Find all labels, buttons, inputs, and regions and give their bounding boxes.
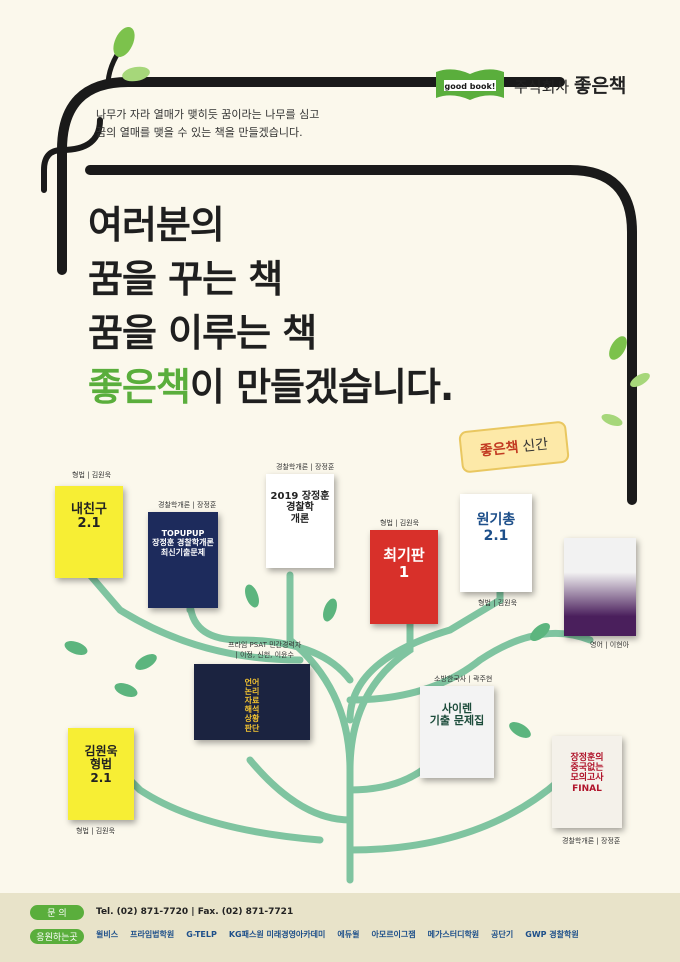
book-caption: 형법 | 김원욱 [76,827,116,835]
sponsor-logo: 에듀윌 [337,930,360,939]
book-title: 언어 논리 자료 해석 상황 판단 [244,677,260,733]
sponsor-logo: KG패스원 미래경영아카데미 [228,930,326,939]
book-cover[interactable]: 원기총 2.1 [460,494,532,592]
badge-brand: 좋은책 [479,439,520,460]
book-title: 장정훈의 중국없는 모의고사 FINAL [570,752,604,794]
book-caption: 프라임 PSAT 민간경력자 | 이정, 신헌, 이윤수 [228,641,302,659]
book-caption: 형법 | 김원욱 [72,471,112,479]
tagline-line-1: 나무가 자라 열매가 맺히듯 꿈이라는 나무를 심고 [96,108,320,121]
tagline: 나무가 자라 열매가 맺히듯 꿈이라는 나무를 심고 꿈의 열매를 맺을 수 있… [96,106,319,142]
headline-line-4: 좋은책이 만들겠습니다. [88,360,454,414]
badge-label: 신간 [521,436,549,456]
headline-line-2: 꿈을 꾸는 책 [88,257,283,301]
book-cover[interactable]: 장정훈의 중국없는 모의고사 FINAL [552,736,622,828]
headline-line-1: 여러분의 [88,203,225,247]
book-caption: 소방한국사 | 곽주현 [434,675,493,683]
book-cover[interactable]: 언어 논리 자료 해석 상황 판단 [194,664,310,740]
book-title: 원기총 2.1 [476,511,516,544]
book-title: 사이렌 기출 문제집 [429,701,485,728]
tagline-line-2: 꿈의 열매를 맺을 수 있는 책을 만들겠습니다. [96,126,303,139]
company-name: 주식회사 좋은책 [514,71,626,98]
book-cover[interactable]: 내친구 2.1 [55,486,123,578]
sponsor-logo: G-TELP [186,930,217,939]
book-cover[interactable] [564,538,636,636]
contact-info: Tel. (02) 871-7720 | Fax. (02) 871-7721 [96,907,294,917]
brand-logo: good book! 주식회사 좋은책 [434,64,626,104]
sponsor-logo: 메가스터디학원 [427,930,480,939]
book-caption: 형법 | 김원욱 [380,519,420,527]
book-caption: 경찰학개론 | 장정훈 [276,463,335,471]
sponsor-logo: GWP 경찰학원 [525,930,579,939]
book-cover[interactable]: 최기판 1 [370,530,438,624]
book-cover[interactable]: TOPUPUP 장정훈 경찰학개론 최신기출문제 [148,512,218,608]
sponsor-label: 응원하는곳 [30,929,84,944]
book-title: TOPUPUP 장정훈 경찰학개론 최신기출문제 [152,529,214,557]
footer: 문 의 Tel. (02) 871-7720 | Fax. (02) 871-7… [0,893,680,962]
headline-rest: 이 만들겠습니다. [189,365,454,409]
book-cover[interactable]: 사이렌 기출 문제집 [420,686,494,778]
logo-text: good book! [445,82,496,91]
book-caption: 경찰학개론 | 장정훈 [158,501,217,509]
headline-line-3: 꿈을 이루는 책 [88,311,317,355]
book-caption: 경찰학개론 | 장정훈 [562,837,621,845]
sponsor-logo: 공단기 [491,930,514,939]
book-title: 김원욱 형법 2.1 [84,743,118,786]
company-brand: 좋은책 [573,74,627,97]
book-title: 2019 장정훈 경찰학 개론 [270,490,330,525]
open-book-icon: good book! [436,69,504,100]
book-title: 내친구 2.1 [71,501,107,532]
book-title: 최기판 1 [383,545,425,582]
sponsor-logo: 프라임법학원 [130,930,175,939]
headline: 여러분의 꿈을 꾸는 책 꿈을 이루는 책 좋은책이 만들겠습니다. [88,198,454,414]
contact-label: 문 의 [30,905,84,920]
headline-brand: 좋은책 [88,365,191,409]
sponsor-logo: 아모르이그잼 [371,930,416,939]
sponsor-logo: 윌비스 [96,930,119,939]
company-prefix: 주식회사 [514,77,574,96]
book-cover[interactable]: 김원욱 형법 2.1 [68,728,134,820]
book-cover[interactable]: 2019 장정훈 경찰학 개론 [266,474,334,568]
book-caption: 영어 | 이현아 [590,641,630,649]
sponsor-list: 윌비스 프라임법학원 G-TELP KG패스원 미래경영아카데미 에듀윌 아모르이그잼 메가… [96,929,579,940]
book-caption: 형법 | 김원욱 [478,599,518,607]
